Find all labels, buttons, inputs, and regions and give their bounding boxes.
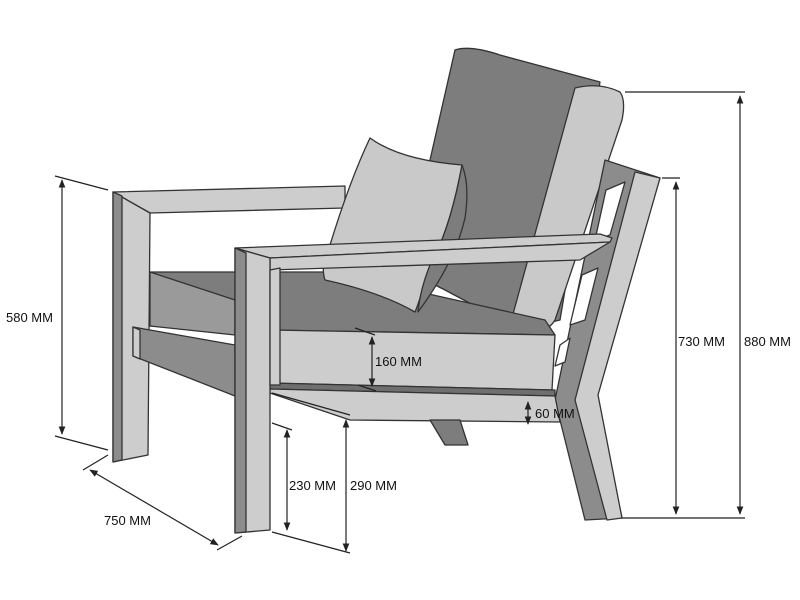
rear-right-leg (554, 159, 661, 521)
dimension-labels: 880 MM 730 MM 580 MM 160 MM 60 MM 290 MM… (6, 310, 791, 528)
dim-line-depth (89, 469, 219, 546)
right-armrest (234, 233, 613, 534)
chair-illustration (112, 47, 661, 534)
label-depth: 750 MM (104, 513, 151, 528)
label-back-frame-height: 730 MM (678, 334, 725, 349)
left-armrest (112, 185, 346, 463)
label-frame-rail: 60 MM (535, 406, 575, 421)
throw-pillow (322, 137, 468, 313)
label-seat-frame-height: 290 MM (350, 478, 397, 493)
label-ground-clearance: 230 MM (289, 478, 336, 493)
dimension-lines (54, 91, 745, 554)
label-armrest-height: 580 MM (6, 310, 53, 325)
label-overall-height: 880 MM (744, 334, 791, 349)
label-cushion-thickness: 160 MM (375, 354, 422, 369)
